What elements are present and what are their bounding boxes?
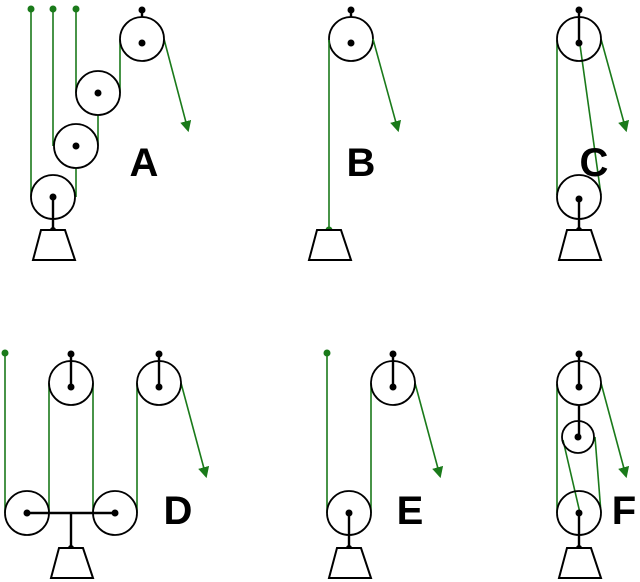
anchor-dot (72, 5, 80, 13)
diagram-label-b: B (347, 141, 376, 185)
system-d: D (1, 349, 210, 579)
system-b: B (307, 6, 402, 261)
diagram-label-e: E (397, 489, 424, 533)
rope-f2 (562, 439, 581, 514)
system-a: A (27, 5, 192, 261)
pulley (136, 360, 182, 406)
pulley (48, 360, 94, 406)
rope-f3 (594, 436, 602, 514)
pulley (119, 16, 165, 62)
pull-rope-e (414, 382, 444, 479)
pulley (556, 16, 602, 62)
system-e: E (323, 349, 444, 579)
small-pulley (561, 420, 595, 454)
weight (49, 547, 95, 579)
weight (31, 229, 77, 261)
pull-rope-d (180, 382, 210, 479)
pulley (370, 360, 416, 406)
anchor-dot (49, 5, 57, 13)
pull-rope-c (600, 38, 630, 133)
weight (557, 229, 603, 261)
rope-c2 (579, 44, 602, 196)
diagram-label-c: C (580, 141, 609, 185)
pull-rope-a (163, 38, 192, 133)
system-c: C (556, 6, 630, 261)
diagram-label-d: D (164, 489, 193, 533)
diagram-label-a: A (130, 141, 159, 185)
diagram-label-f: F (612, 489, 636, 533)
system-f: F (556, 350, 636, 579)
weight (327, 547, 373, 579)
weight (557, 547, 603, 579)
pull-rope-f (600, 382, 630, 479)
pull-rope-b (372, 38, 402, 133)
anchor-dot (27, 5, 35, 13)
weight (307, 229, 353, 261)
pulley (328, 16, 374, 62)
